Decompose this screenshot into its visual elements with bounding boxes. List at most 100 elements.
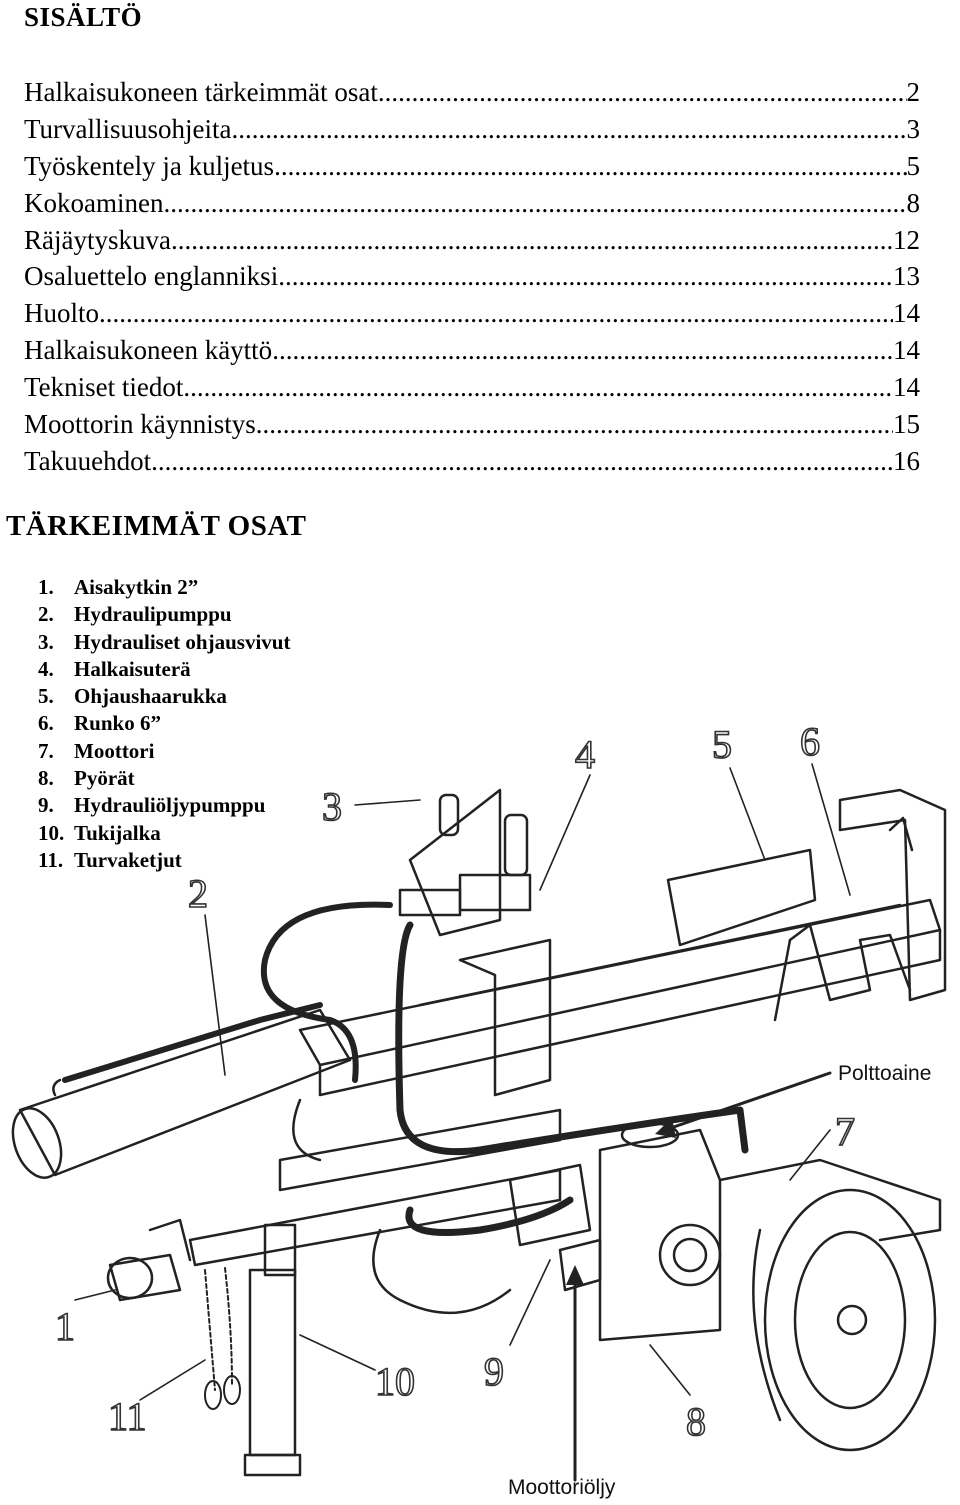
part-label: Pyörät	[74, 766, 135, 791]
parts-list-item: 5. Ohjaushaarukka	[38, 683, 290, 710]
parts-list-item: 11. Turvaketjut	[38, 847, 290, 874]
parts-list-item: 4. Halkaisuterä	[38, 656, 290, 683]
callout-2: 2	[188, 871, 208, 916]
toc-entry-label: Räjäytyskuva	[24, 224, 171, 255]
cylinder-drawing	[11, 1008, 352, 1179]
chains-drawing	[204, 1267, 241, 1410]
part-label: Moottori	[74, 738, 155, 763]
toc-entry: Takuuehdot 16	[24, 443, 920, 480]
hoses-drawing	[62, 901, 749, 1236]
part-number: 9.	[38, 793, 54, 818]
toc-leader-dots	[278, 258, 893, 295]
toc-leader-dots	[232, 111, 907, 148]
parts-list-item: 10. Tukijalka	[38, 820, 290, 847]
part-label: Hydrauliset ohjausvivut	[74, 629, 291, 654]
parts-title: TÄRKEIMMÄT OSAT	[6, 510, 307, 542]
parts-list-item: 3. Hydrauliset ohjausvivut	[38, 629, 290, 656]
callout-3: 3	[322, 784, 342, 829]
part-number: 7.	[38, 738, 54, 763]
oil-arrow-head	[566, 1265, 584, 1285]
guide-plate-drawing	[666, 788, 947, 1022]
engine-drawing	[508, 1121, 722, 1342]
part-label: Runko 6”	[74, 711, 161, 736]
toc-entry: Moottorin käynnistys15	[24, 406, 920, 443]
engine-oil-label: Moottoriöljy	[508, 1476, 616, 1499]
table-of-contents: Halkaisukoneen tärkeimmät osat 2Turvallis…	[24, 74, 920, 480]
toc-entry-page: 5	[906, 150, 921, 181]
callout-4: 4	[575, 732, 595, 777]
part-number: 11.	[38, 847, 64, 872]
toc-title: SISÄLTÖ	[24, 2, 143, 32]
log-splitter-diagram: 1 2 3 4 5 6 7 8 9 10 11 Polttoaine Moott…	[11, 718, 947, 1499]
toc-entry-label: Kokoaminen	[24, 187, 164, 218]
part-number: 8.	[38, 766, 54, 791]
toc-leader-dots	[378, 74, 907, 111]
toc-entry-page: 16	[893, 445, 920, 476]
toc-entry-label: Työskentely ja kuljetus	[24, 150, 275, 181]
toc-entry-page: 8	[906, 187, 921, 218]
jack-stand-drawing	[243, 1223, 302, 1477]
toc-entry-label: Halkaisukoneen käyttö	[24, 335, 273, 366]
toc-leader-dots	[99, 295, 893, 332]
toc-entry: Halkaisukoneen tärkeimmät osat 2	[24, 74, 920, 111]
toc-entry-page: 14	[893, 298, 920, 329]
parts-list: 1. Aisakytkin 2” 2. Hydraulipumppu 3. Hydraul…	[38, 574, 290, 874]
toc-leader-dots	[256, 406, 893, 443]
toc-entry: Räjäytyskuva12	[24, 222, 920, 259]
part-number: 6.	[38, 711, 54, 736]
parts-list-item: 7. Moottori	[38, 738, 290, 765]
part-label: Hydraulipumppu	[74, 602, 232, 627]
part-number: 1.	[38, 575, 54, 599]
toc-entry-page: 2	[906, 77, 921, 107]
callout-5: 5	[712, 722, 732, 767]
part-label: Halkaisuterä	[74, 656, 191, 681]
toc-entry-page: 14	[893, 335, 920, 366]
toc-leader-dots	[151, 443, 893, 480]
toc-entry-page: 14	[893, 372, 920, 403]
wheels-drawing	[292, 1098, 942, 1452]
part-number: 4.	[38, 656, 54, 681]
toc-entry-page: 15	[893, 409, 920, 440]
parts-list-item: 1. Aisakytkin 2”	[38, 574, 290, 601]
part-label: Ohjaushaarukka	[74, 684, 227, 709]
parts-list-item: 9. Hydrauliöljypumppu	[38, 792, 290, 819]
part-number: 2.	[38, 602, 54, 627]
toc-entry-label: Osaluettelo englanniksi	[24, 261, 279, 292]
callout-6: 6	[800, 719, 820, 764]
part-number: 10.	[38, 820, 65, 845]
part-number: 3.	[38, 629, 54, 654]
leader-lines	[74, 763, 851, 1401]
fuel-label: Polttoaine	[838, 1062, 931, 1085]
toc-entry: Huolto14	[24, 295, 920, 332]
toc-leader-dots	[171, 222, 893, 259]
callout-1: 1	[55, 1304, 75, 1349]
parts-list-item: 8. Pyörät	[38, 765, 290, 792]
toc-leader-dots	[272, 332, 893, 369]
toc-entry-label: Tekniset tiedot	[24, 372, 184, 403]
callout-labels: 1 2 3 4 5 6 7 8 9 10 11	[54, 718, 856, 1445]
toc-entry: Tekniset tiedot 14	[24, 369, 920, 406]
toc-entry-label: Takuuehdot	[24, 445, 152, 476]
callout-9: 9	[484, 1349, 504, 1394]
toc-leader-dots	[183, 369, 893, 406]
wedge-drawing	[398, 788, 552, 1097]
toc-entry: Halkaisukoneen käyttö 14	[24, 332, 920, 369]
toc-entry-label: Halkaisukoneen tärkeimmät osat	[24, 77, 378, 107]
callout-10: 10	[375, 1359, 415, 1404]
frame-drawing	[106, 1108, 562, 1302]
toc-entry: Kokoaminen 8	[24, 185, 920, 222]
toc-leader-dots	[274, 148, 906, 185]
part-number: 5.	[38, 684, 54, 709]
callout-8: 8	[686, 1399, 706, 1444]
toc-entry-page: 13	[893, 261, 920, 292]
callout-7: 7	[835, 1109, 855, 1154]
toc-entry: Turvallisuusohjeita3	[24, 111, 920, 148]
part-label: Turvaketjut	[74, 847, 182, 872]
parts-list-item: 6. Runko 6”	[38, 710, 290, 737]
part-label: Tukijalka	[74, 820, 161, 845]
toc-leader-dots	[163, 185, 906, 222]
toc-entry: Työskentely ja kuljetus 5	[24, 148, 920, 185]
toc-entry-label: Turvallisuusohjeita	[24, 113, 232, 144]
part-label: Aisakytkin 2”	[74, 575, 199, 599]
part-label: Hydrauliöljypumppu	[74, 793, 266, 818]
